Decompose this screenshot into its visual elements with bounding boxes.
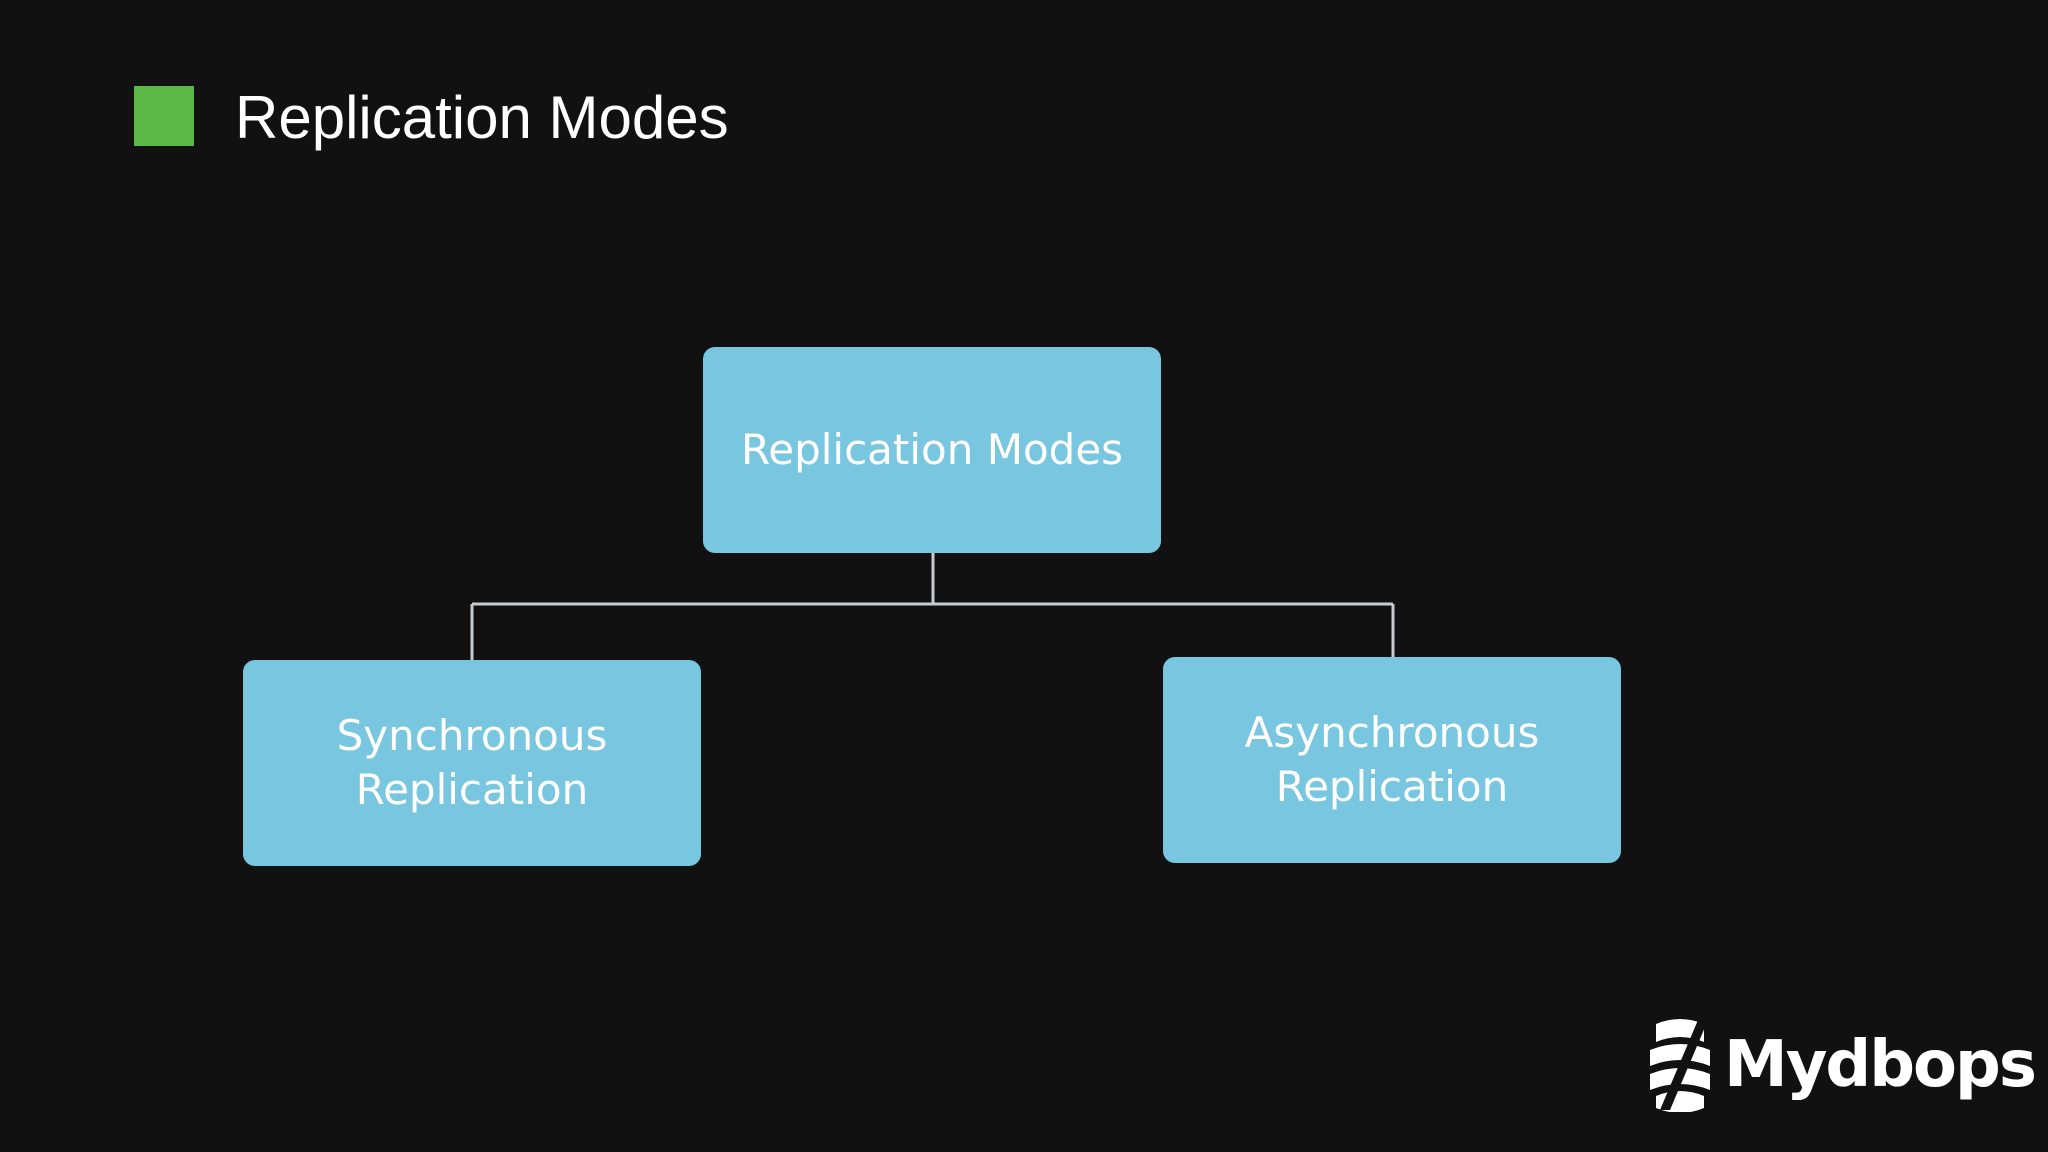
diagram-node-root-label: Replication Modes bbox=[740, 425, 1124, 474]
mydbops-logo-icon bbox=[1650, 1019, 1710, 1112]
brand-logo-text: Mydbops bbox=[1724, 1028, 2037, 1102]
slide-title: Replication Modes bbox=[235, 84, 729, 151]
title-accent-square bbox=[134, 86, 194, 146]
diagram-node-synchronous-label: Synchronous Replication bbox=[336, 711, 608, 814]
diagram-node-asynchronous: Asynchronous Replication bbox=[1163, 657, 1621, 863]
diagram-node-synchronous: Synchronous Replication bbox=[243, 660, 701, 866]
diagram-node-asynchronous-label: Asynchronous Replication bbox=[1244, 708, 1540, 811]
brand-logo: Mydbops bbox=[1646, 1015, 2037, 1115]
diagram-node-root: Replication Modes bbox=[703, 347, 1161, 553]
